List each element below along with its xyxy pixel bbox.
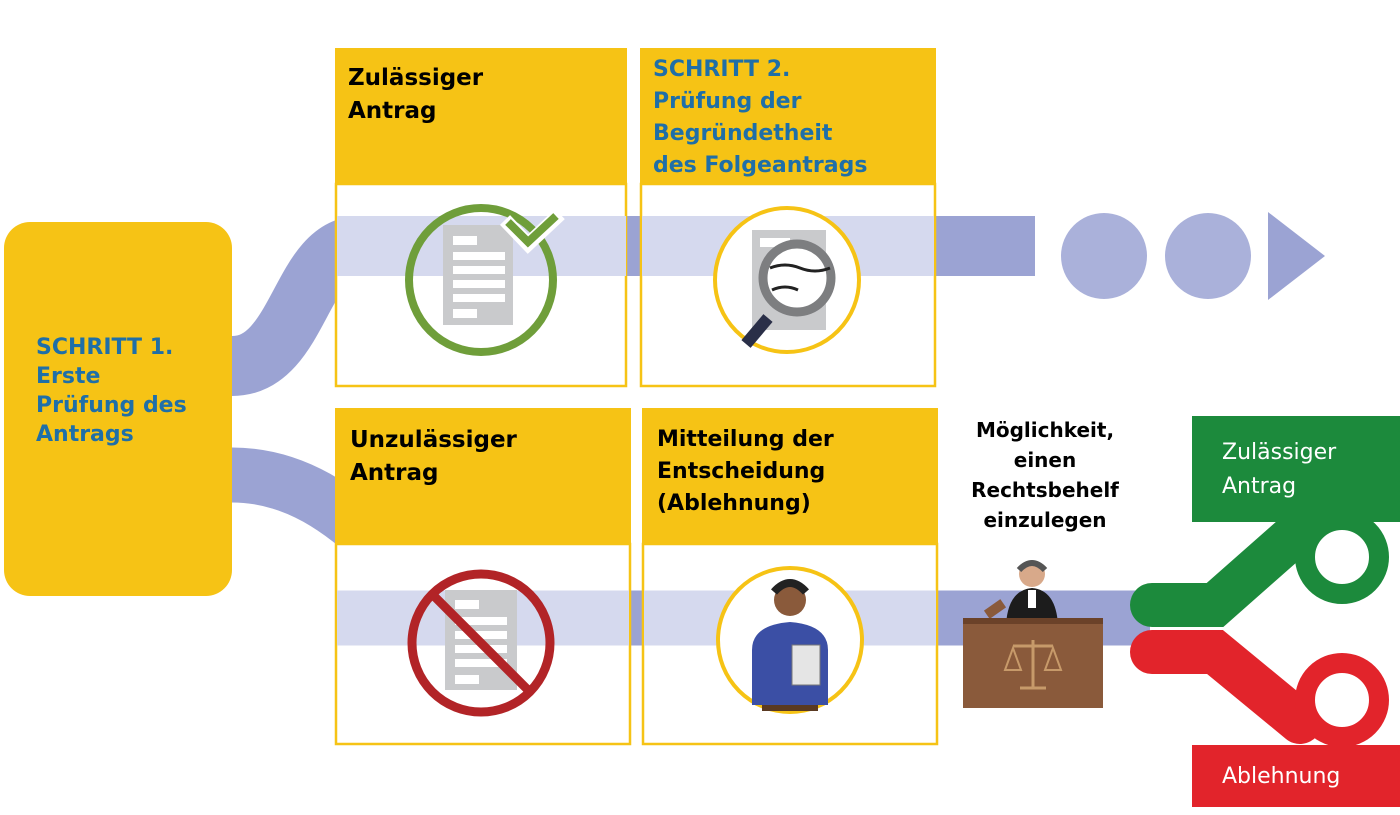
step1-label: SCHRITT 1. Erste Prüfung des Antrags (36, 335, 187, 447)
outcome-branches (1130, 508, 1389, 747)
admissible-title: Zulässiger Antrag (348, 65, 484, 124)
person-holding-document-icon (716, 566, 864, 714)
magnifier-document-icon (713, 206, 861, 354)
admissible-outcome-label-box (1192, 416, 1400, 522)
notice-title: Mitteilung der Entscheidung (Ablehnung) (657, 427, 834, 516)
step1-box (4, 222, 232, 596)
arrow-right-icon (1268, 212, 1325, 300)
admissible-outcome-label: Zulässiger Antrag (1222, 440, 1337, 499)
step2-title: SCHRITT 2. Prüfung der Begründetheit des… (653, 57, 868, 178)
circle-chevron-icon (1061, 213, 1251, 299)
inadmissible-title: Unzulässiger Antrag (350, 427, 517, 486)
rejection-outcome-label: Ablehnung (1222, 764, 1341, 789)
appeal-label: Möglichkeit, einen Rechtsbehelf einzuleg… (971, 418, 1119, 532)
prohibited-document-icon (407, 569, 555, 717)
rejection-outcome-label-box (1192, 745, 1400, 807)
document-check-icon (405, 204, 565, 356)
judge-court-icon (963, 560, 1103, 708)
